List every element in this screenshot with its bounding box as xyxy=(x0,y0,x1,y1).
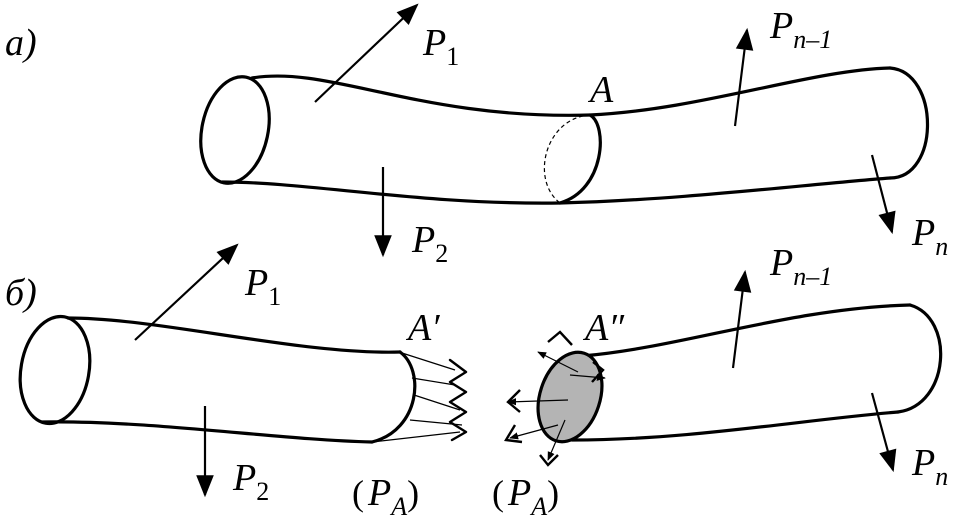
left-zigzag xyxy=(448,358,468,442)
left-piece xyxy=(18,314,417,444)
force-P1-b-arrow xyxy=(134,243,239,341)
force-Pn-arrow xyxy=(870,154,896,235)
right-piece-top xyxy=(580,303,912,358)
reaction-PA-left-label: (PA) xyxy=(352,472,419,521)
rod-right-end xyxy=(888,66,929,180)
force-P1-b-label: P1 xyxy=(244,262,281,311)
force-P2-label: P2 xyxy=(411,219,448,268)
section-A-double-prime-face xyxy=(536,350,604,444)
right-section-forces xyxy=(504,330,606,467)
whole-rod xyxy=(199,66,929,205)
rod-bottom-outline xyxy=(220,176,892,205)
panel-b: б) xyxy=(5,242,948,521)
force-P1-label: P1 xyxy=(422,22,459,71)
force-Pn-1-label: Pn–1 xyxy=(769,5,832,54)
panel-b-label: б) xyxy=(5,272,37,314)
section-A-hidden xyxy=(543,114,591,204)
section-A-front xyxy=(558,113,602,205)
force-P2-b-label: P2 xyxy=(232,457,269,506)
force-Pn-1-arrow xyxy=(733,27,754,127)
force-Pn-label: Pn xyxy=(911,212,948,261)
left-piece-top xyxy=(66,316,402,354)
panel-a-label: a) xyxy=(5,22,37,64)
section-A-prime-face xyxy=(370,350,417,444)
force-Pn-1-b-arrow xyxy=(731,269,752,369)
left-piece-end-face xyxy=(18,314,92,426)
right-piece-end xyxy=(896,303,943,414)
force-Pn-b-arrow xyxy=(870,392,897,473)
left-section-forces xyxy=(371,352,468,443)
force-Pn-1-b-label: Pn–1 xyxy=(769,242,832,291)
right-piece-bottom xyxy=(570,410,900,442)
section-A-double-prime-label: A″ xyxy=(582,307,625,349)
force-Pn-b-label: Pn xyxy=(911,442,948,491)
left-piece-bottom xyxy=(40,420,374,444)
rod-top-outline xyxy=(250,66,892,117)
section-A-label: A xyxy=(587,69,614,111)
rod-left-end-face xyxy=(199,75,271,185)
section-A-prime-label: A′ xyxy=(405,307,440,349)
panel-a: a) P1 P2 Pn–1 Pn A xyxy=(5,3,948,268)
force-P1-arrow xyxy=(314,3,419,103)
reaction-PA-right-label: (PA) xyxy=(492,472,559,521)
